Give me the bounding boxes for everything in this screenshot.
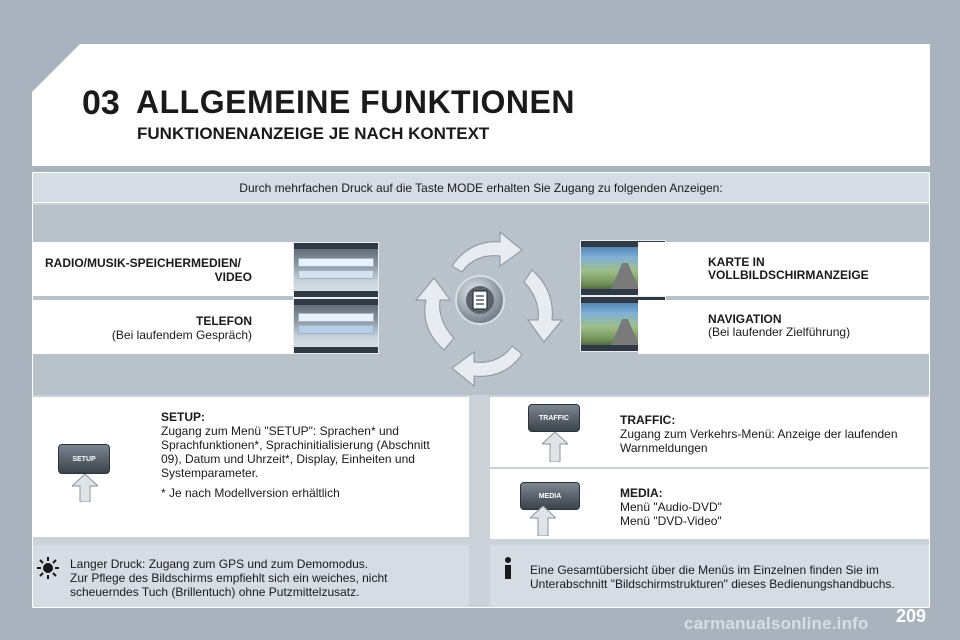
sun-icon	[37, 557, 59, 579]
navigation-note: (Bei laufender Zielführung)	[708, 325, 851, 339]
note-left-line3: scheuerndes Tuch (Brillentuch) ohne Putz…	[70, 585, 360, 599]
setup-line4: Systemparameter.	[161, 466, 259, 480]
note-panel-right	[490, 545, 929, 607]
mode-knob	[455, 275, 505, 325]
media-line2: Menü "DVD-Video"	[620, 514, 722, 528]
chapter-number: 03	[82, 84, 120, 122]
arrow-bottom-icon	[451, 345, 523, 388]
arrow-right-icon	[523, 269, 564, 343]
media-title: MEDIA:	[620, 486, 663, 500]
setup-line3: 09), Datum und Uhrzeit*, Display, Einhei…	[161, 452, 415, 466]
header-card	[32, 44, 930, 166]
media-line1: Menü "Audio-DVD"	[620, 500, 722, 514]
page-number: 209	[896, 606, 927, 626]
karte-label-line2: VOLLBILDSCHIRMANZEIGE	[708, 268, 869, 282]
radio-screen-thumbnail	[293, 242, 379, 298]
note-right-line2: Unterabschnitt "Bildschirmstrukturen" di…	[530, 577, 895, 591]
telefon-note: (Bei laufendem Gespräch)	[111, 328, 252, 342]
mode-row-navigation: NAVIGATION (Bei laufender Zielführung)	[638, 300, 929, 354]
note-panel-left	[33, 545, 469, 607]
setup-line2: Sprachfunktionen*, Sprachinitialisierung…	[161, 438, 430, 452]
media-press-arrow-icon	[530, 506, 556, 536]
media-button[interactable]: MEDIA	[520, 482, 580, 510]
radio-label-line1: RADIO/MUSIK-SPEICHERMEDIEN/	[45, 256, 242, 270]
setup-title: SETUP:	[161, 410, 206, 424]
mode-row-radio: RADIO/MUSIK-SPEICHERMEDIEN/ VIDEO	[33, 242, 293, 296]
telefon-label: TELEFON	[196, 314, 252, 328]
intro-text: Durch mehrfachen Druck auf die Taste MOD…	[239, 181, 723, 195]
traffic-line2: Warnmeldungen	[620, 441, 708, 455]
mode-row-karte: KARTE IN VOLLBILDSCHIRMANZEIGE	[638, 242, 929, 296]
telefon-screen-thumbnail	[293, 298, 379, 354]
document-icon	[472, 290, 488, 310]
info-icon	[505, 557, 511, 579]
setup-press-arrow-icon	[72, 474, 98, 502]
note-left-line2: Zur Pflege des Bildschirms empfiehlt sic…	[70, 571, 388, 585]
traffic-button[interactable]: TRAFFIC	[528, 404, 580, 432]
traffic-title: TRAFFIC:	[620, 413, 676, 427]
radio-label-line2: VIDEO	[214, 270, 252, 284]
setup-button[interactable]: SETUP	[58, 444, 110, 474]
arrow-top-icon	[451, 230, 523, 273]
navigation-label: NAVIGATION	[708, 312, 782, 326]
intro-band	[33, 173, 929, 203]
arrow-left-icon	[414, 277, 455, 351]
mode-row-telefon: TELEFON (Bei laufendem Gespräch)	[33, 300, 293, 354]
traffic-line1: Zugang zum Verkehrs-Menü: Anzeige der la…	[620, 427, 898, 441]
watermark: carmanualsonline.info	[684, 614, 869, 633]
setup-footnote: * Je nach Modellversion erhältlich	[161, 486, 340, 500]
karte-label-line1: KARTE IN	[708, 255, 765, 269]
page-subtitle: FUNKTIONENANZEIGE JE NACH KONTEXT	[137, 124, 490, 143]
note-right-line1: Eine Gesamtübersicht über die Menüs im E…	[530, 563, 879, 577]
page-title: ALLGEMEINE FUNKTIONEN	[136, 84, 575, 120]
mode-cycle-arrows	[414, 230, 564, 388]
setup-line1: Zugang zum Menü "SETUP": Sprachen* und	[161, 424, 399, 438]
traffic-press-arrow-icon	[542, 432, 568, 462]
note-left-line1: Langer Druck: Zugang zum GPS und zum Dem…	[70, 557, 369, 571]
